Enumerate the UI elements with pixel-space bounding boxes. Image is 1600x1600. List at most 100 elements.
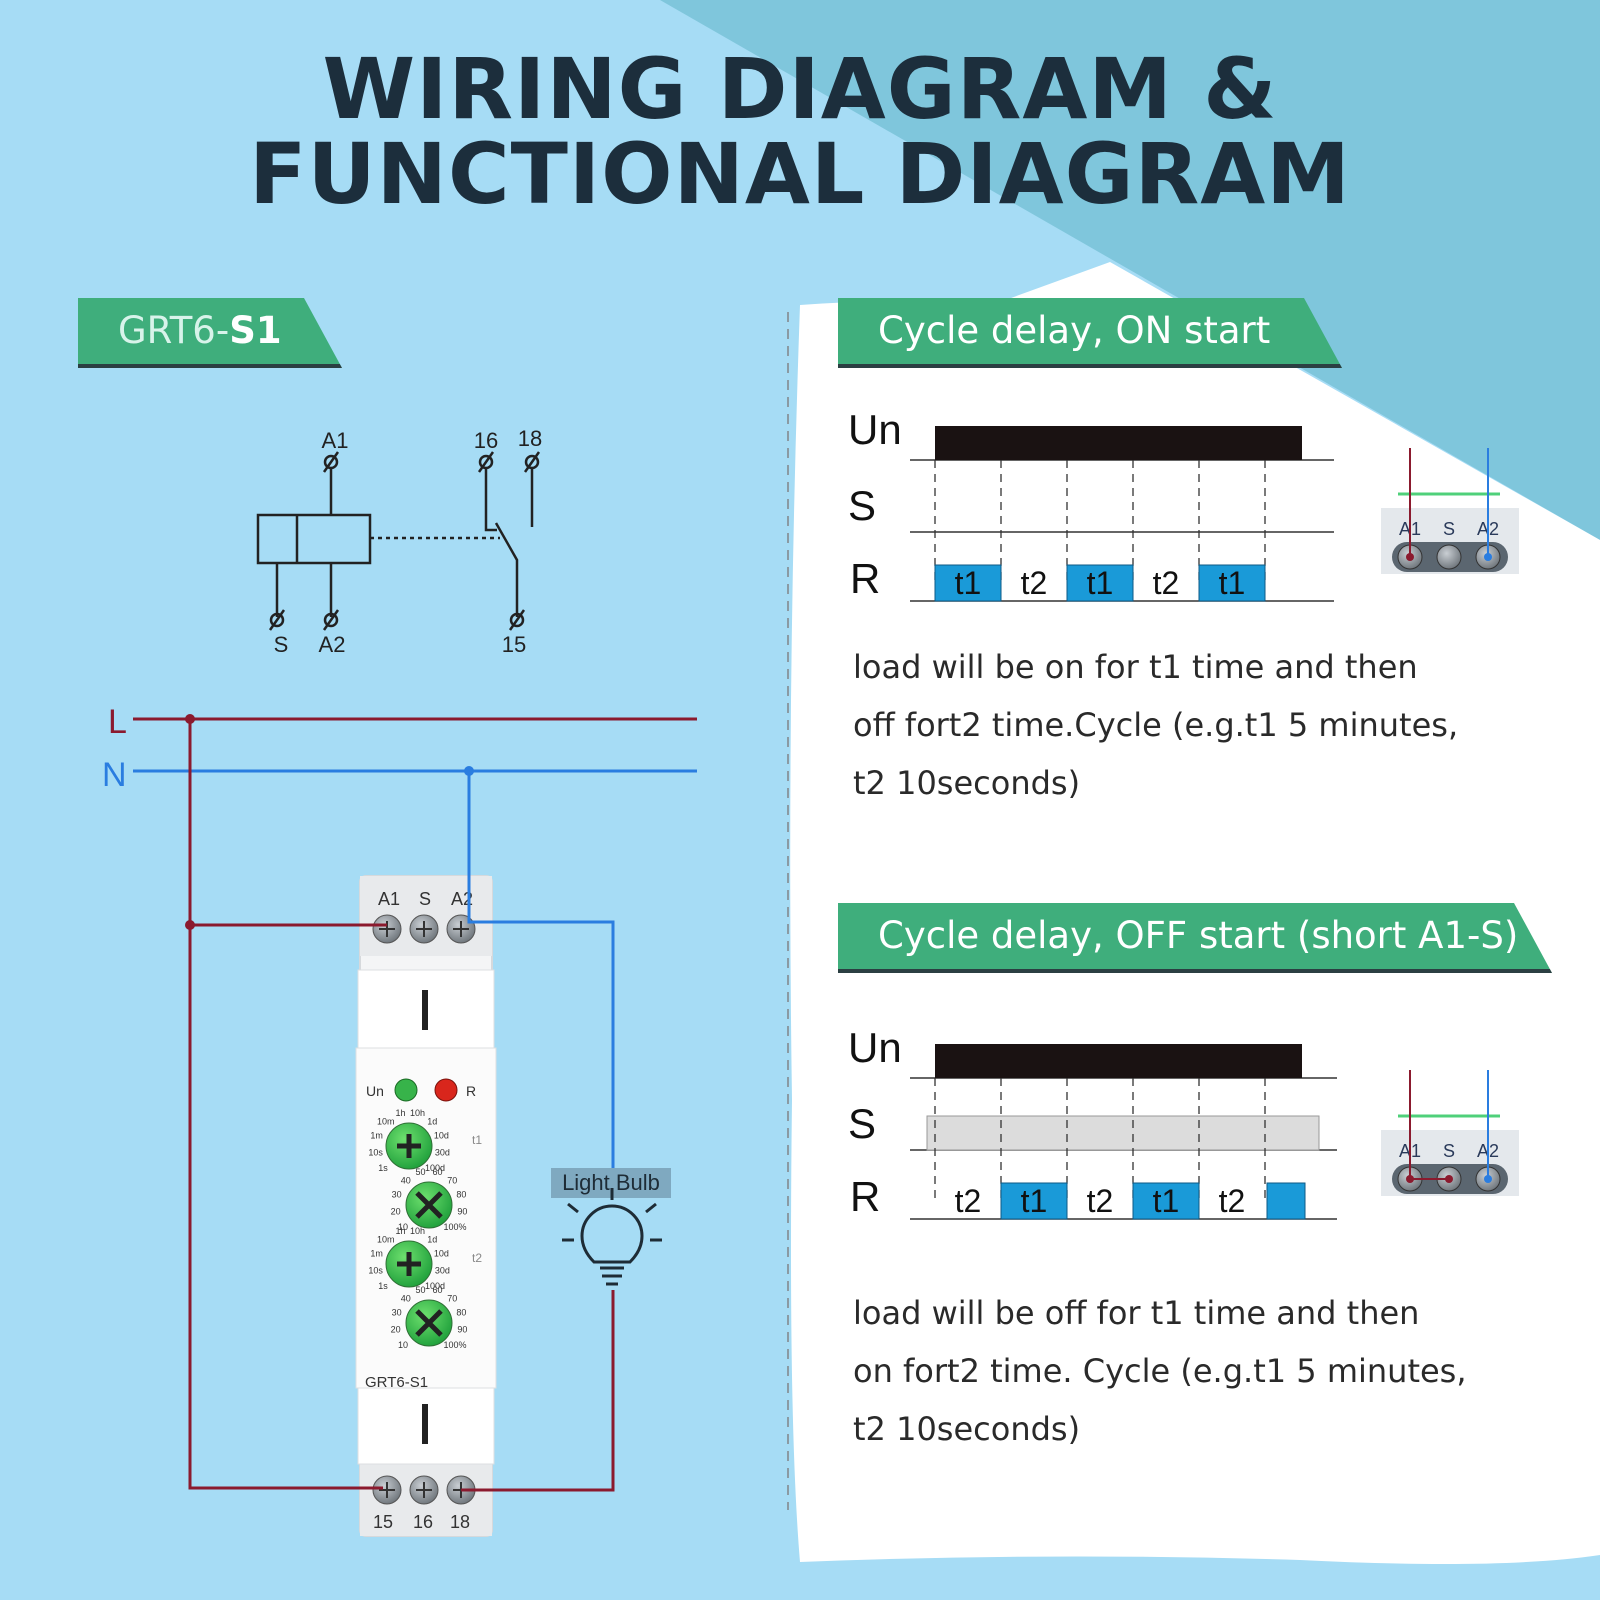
- device-bottom-terminal-15: 15: [373, 1512, 393, 1532]
- terminal-label-16: 16: [474, 428, 498, 453]
- inset-screw-icon: [1436, 544, 1462, 570]
- dial-scale-label: 1d: [427, 1116, 437, 1126]
- device-dial-label-t1: t1: [472, 1133, 482, 1147]
- dial-scale-label: 60: [432, 1285, 442, 1295]
- dial-scale-label: 100d: [425, 1163, 445, 1173]
- description-on-line: off fort2 time.Cycle (e.g.t1 5 minutes,: [853, 706, 1459, 744]
- terminal-label-a1: A1: [322, 428, 349, 453]
- inset-dot-a2: [1484, 553, 1492, 561]
- dial-scale-label: 1m: [370, 1131, 383, 1141]
- light-bulb-icon: [562, 1188, 662, 1286]
- bottom-screws: [372, 1475, 476, 1505]
- dial-scale-label: 30: [392, 1308, 402, 1318]
- r-segment-label: t1: [1219, 565, 1246, 601]
- page-title-line2: FUNCTIONAL DIAGRAM: [249, 125, 1351, 223]
- r-segment-label: t2: [1153, 565, 1180, 601]
- r-segment-label: t1: [1153, 1183, 1180, 1219]
- r-segment-label: t2: [1021, 565, 1048, 601]
- coil-rect: [256, 513, 372, 565]
- dial-scale-label: 10h: [410, 1226, 425, 1236]
- row-label-r: R: [850, 1173, 880, 1220]
- dial-scale-label: 20: [391, 1325, 401, 1335]
- device-dial-label-t2: t2: [472, 1251, 482, 1265]
- un-bar: [935, 426, 1302, 460]
- dial-scale-label: 40: [401, 1293, 411, 1303]
- banner-off-start: Cycle delay, OFF start (short A1-S): [838, 903, 1552, 973]
- dial-scale-label: 1d: [427, 1234, 437, 1244]
- dial-scale-label: 10m: [377, 1116, 395, 1126]
- r-segment-label: t1: [1087, 565, 1114, 601]
- dial-scale-label: 50: [415, 1167, 425, 1177]
- r-segment-label: t2: [1219, 1183, 1246, 1219]
- un-led-icon: [394, 1078, 418, 1102]
- dial-scale-label: 100%: [443, 1340, 466, 1350]
- bulb-to-terminal-18: [461, 1290, 615, 1492]
- dial-scale-label: 80: [456, 1190, 466, 1200]
- row-label-un: Un: [848, 1024, 902, 1071]
- model-banner-suffix: S1: [229, 309, 282, 352]
- line-label-n: N: [102, 756, 127, 794]
- r-segment-on: [1066, 564, 1134, 602]
- dial-scale-label: 70: [447, 1175, 457, 1185]
- r-segment-on: [1198, 564, 1266, 602]
- dial-scale-label: 10: [398, 1340, 408, 1350]
- dial-scale-label: 50: [415, 1285, 425, 1295]
- description-on-line: load will be on for t1 time and then: [853, 648, 1418, 686]
- row-label-s: S: [848, 1100, 876, 1147]
- relay-device: [355, 875, 497, 1537]
- top-screws: [372, 914, 476, 944]
- r-segment-on: [1266, 1182, 1306, 1220]
- description-off-line: on fort2 time. Cycle (e.g.t1 5 minutes,: [853, 1352, 1467, 1390]
- line-label-l: L: [108, 703, 127, 741]
- dial-scale-label: 100%: [443, 1222, 466, 1232]
- dial-scale-label: 10d: [434, 1249, 449, 1259]
- dial-scale-label: 90: [457, 1325, 467, 1335]
- dial-scale-label: 40: [401, 1175, 411, 1185]
- diagonal-teal-band: [660, 0, 1600, 540]
- dial-scale-label: 10d: [434, 1131, 449, 1141]
- live-to-terminal-15: [188, 719, 383, 1490]
- device-top-terminal-s: S: [419, 889, 431, 909]
- banner-on-start: Cycle delay, ON start: [838, 298, 1342, 368]
- terminal-label-15: 15: [502, 632, 526, 657]
- device-bottom-terminal-18: 18: [450, 1512, 470, 1532]
- device-led-label-r: R: [466, 1083, 476, 1099]
- terminal-symbols: [268, 451, 541, 631]
- device-led-label-un: Un: [366, 1083, 384, 1099]
- relay-schematic: [256, 451, 541, 631]
- neutral-to-a2-bulb: [467, 771, 615, 1176]
- un-bar: [935, 1044, 1302, 1078]
- s-bar: [926, 1115, 1320, 1151]
- inset-dot-s: [1445, 1175, 1453, 1183]
- dial-scale-label: 1s: [378, 1281, 388, 1291]
- terminal-label-s: S: [274, 632, 289, 657]
- description-on-line: t2 10seconds): [853, 764, 1081, 802]
- device-bottom-terminal-16: 16: [413, 1512, 433, 1532]
- wiring: [133, 714, 697, 1492]
- terminal-label-a2: A2: [319, 632, 346, 657]
- inset-terminal-label: S: [1443, 1141, 1455, 1161]
- inset-dot-a2: [1484, 1175, 1492, 1183]
- r-segment-label: t2: [1087, 1183, 1114, 1219]
- model-banner-prefix: GRT6-: [118, 309, 230, 352]
- inset-dot-a1: [1406, 553, 1414, 561]
- model-banner: GRT6-S1: [78, 298, 342, 368]
- row-label-s: S: [848, 482, 876, 529]
- dial-scale-label: 1h: [395, 1226, 405, 1236]
- dial-scale-label: 1m: [370, 1249, 383, 1259]
- dial-scale-label: 30d: [435, 1266, 450, 1276]
- dial-scale-label: 30d: [435, 1148, 450, 1158]
- description-off-line: load will be off for t1 time and then: [853, 1294, 1420, 1332]
- dial-scale-label: 1h: [395, 1108, 405, 1118]
- description-off-start: load will be off for t1 time and then on…: [853, 1284, 1553, 1458]
- dial-scale-label: 10h: [410, 1108, 425, 1118]
- r-segment-on: [1000, 1182, 1068, 1220]
- dial-scale-label: 10m: [377, 1234, 395, 1244]
- dial-scale-label: 1s: [378, 1163, 388, 1173]
